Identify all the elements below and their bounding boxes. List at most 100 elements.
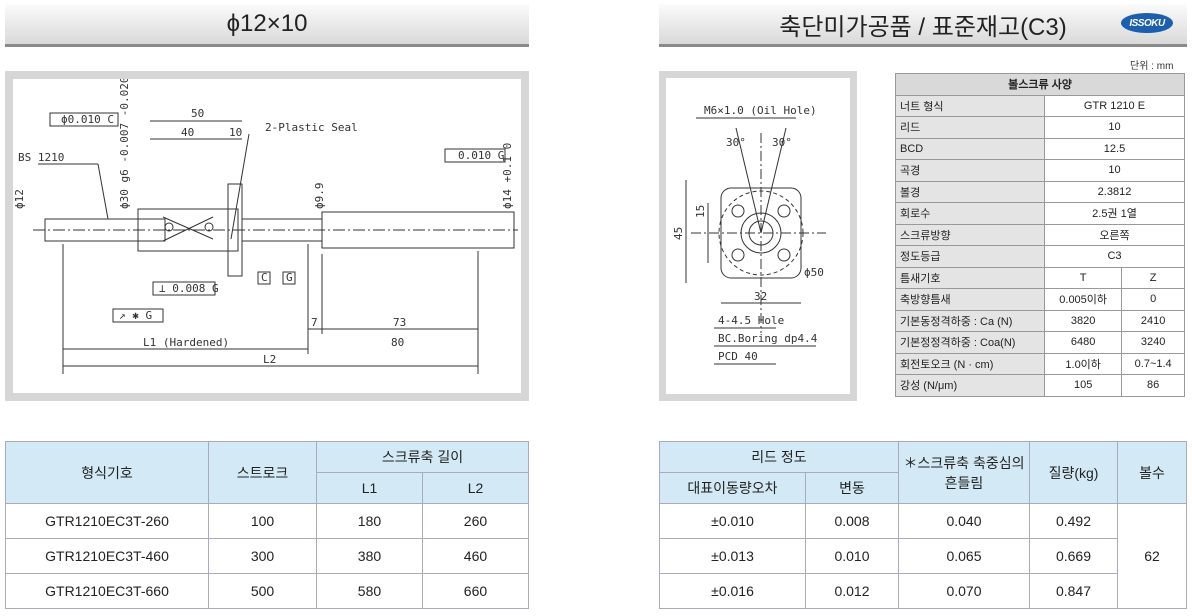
oil-hole-label: M6×1.0 (Oil Hole) (704, 104, 817, 117)
cell-var: 0.012 (805, 573, 899, 609)
cell-rep: ±0.016 (659, 573, 806, 609)
spec-title: 볼스크류 사양 (895, 73, 1185, 96)
dim-l1: L1 (Hardened) (143, 336, 229, 349)
tol-runout-c: ϕ0.010 C (61, 113, 114, 126)
angle-30-left: 30° (726, 136, 746, 149)
cell-mass: 0.492 (1029, 503, 1118, 539)
brand-logo: ISSOKU (1121, 13, 1173, 33)
spec-label: 축방향틈새 (895, 288, 1045, 311)
spec-z: 86 (1121, 374, 1185, 397)
cell-mass: 0.669 (1029, 538, 1118, 574)
datum-c: C (261, 271, 268, 284)
cell-stroke: 300 (208, 538, 317, 574)
pcd-label: PCD 40 (718, 350, 758, 363)
accuracy-table: 리드 정도 ＊스크류축 축중심의 흔들림 질량(kg) 볼수 대표이동량오차 변… (659, 441, 1187, 609)
spec-value: 2.5권 1열 (1044, 202, 1185, 225)
spec-label: 스크류방향 (895, 223, 1045, 246)
left-header-title: ϕ12×10 (226, 10, 308, 37)
cell-model: GTR1210EC3T-260 (5, 503, 209, 539)
spec-z: 0.7~1.4 (1121, 352, 1185, 375)
cell-mass: 0.847 (1029, 573, 1118, 609)
dia-14: ϕ14 +0.1 0 (501, 143, 514, 209)
spec-label: 너트 형식 (895, 94, 1045, 117)
header-mass: 질량(kg) (1029, 441, 1118, 504)
spec-label: 회전토오크 (N · cm) (895, 352, 1045, 375)
spec-value: 10 (1044, 116, 1185, 139)
spec-label: 강성 (N/μm) (895, 374, 1045, 397)
header-length: 스크류축 길이 (316, 441, 529, 473)
spec-value: 오른쪽 (1044, 223, 1185, 246)
bs-label: BS 1210 (18, 151, 64, 164)
table-row: GTR1210EC3T-660 500 580 660 (5, 573, 530, 609)
right-header: 축단미가공품 / 표준재고(C3) ISSOKU (659, 4, 1187, 47)
holes-label: 4-4.5 Hole (718, 314, 784, 327)
spec-t: 6480 (1043, 331, 1123, 354)
dim-45: 45 (672, 227, 685, 240)
header-balls: 볼수 (1117, 441, 1187, 504)
dia-30: ϕ30 g6 -0.007 -0.020 (118, 79, 131, 209)
tol-runout-star: ↗ ✱ G (119, 309, 152, 322)
plastic-seal-label: 2-Plastic Seal (265, 121, 358, 134)
cell-stroke: 500 (208, 573, 317, 609)
spec-label: 곡경 (895, 159, 1045, 182)
spec-z: 2410 (1121, 309, 1185, 332)
cell-l2: 260 (421, 503, 530, 539)
cell-l1: 180 (316, 503, 423, 539)
shaft-drawing-frame: ϕ0.010 C 50 40 10 2-Plastic Seal BS 1210… (5, 71, 529, 401)
dia-50: ϕ50 (804, 266, 824, 279)
spec-value: 10 (1044, 159, 1185, 182)
spec-label: 정도등급 (895, 245, 1045, 268)
shaft-drawing: ϕ0.010 C 50 40 10 2-Plastic Seal BS 1210… (13, 77, 518, 374)
dim-l2: L2 (263, 353, 276, 366)
unit-label: 단위 : mm (1130, 61, 1174, 72)
table-row: GTR1210EC3T-260 100 180 260 (5, 503, 530, 539)
dim-73: 73 (393, 316, 406, 329)
cell-l2: 460 (421, 538, 530, 574)
dim-7: 7 (311, 316, 318, 329)
cell-l2: 660 (421, 573, 530, 609)
boring-label: BC.Boring dp4.4 (718, 332, 818, 345)
table-row: ±0.010 0.008 0.040 0.492 62 (659, 503, 1187, 609)
cell-var: 0.010 (805, 538, 899, 574)
cell-l1: 580 (316, 573, 423, 609)
cell-runout: 0.040 (898, 503, 1030, 539)
tol-perp: ⊥ 0.008 G (159, 282, 219, 295)
spec-z: 3240 (1121, 331, 1185, 354)
table-row: ±0.016 0.012 0.070 0.847 (659, 573, 1187, 609)
flange-drawing: M6×1.0 (Oil Hole) 30° 30° 45 15 ϕ50 32 4… (672, 104, 826, 365)
spec-label: BCD (895, 137, 1045, 160)
dia-12: ϕ12 (13, 189, 26, 209)
dim-80: 80 (391, 336, 404, 349)
header-l1: L1 (316, 472, 423, 504)
spec-t: T (1043, 266, 1123, 289)
right-header-title: 축단미가공품 / 표준재고(C3) (779, 13, 1067, 41)
dim-32: 32 (754, 290, 767, 303)
table-row: ±0.013 0.010 0.065 0.669 (659, 538, 1187, 574)
cell-rep: ±0.010 (659, 503, 806, 539)
cell-stroke: 100 (208, 503, 317, 539)
header-variation: 변동 (805, 472, 899, 504)
header-model: 형식기호 (5, 441, 209, 504)
logo-text: ISSOKU (1129, 17, 1165, 29)
spec-label: 볼경 (895, 180, 1045, 203)
dim-50: 50 (191, 107, 204, 120)
spec-t: 0.005이하 (1043, 288, 1123, 311)
angle-30-right: 30° (772, 136, 792, 149)
cell-rep: ±0.013 (659, 538, 806, 574)
cell-balls: 62 (1117, 503, 1187, 609)
spec-value: 2.3812 (1044, 180, 1185, 203)
flange-drawing-frame: M6×1.0 (Oil Hole) 30° 30° 45 15 ϕ50 32 4… (659, 71, 857, 401)
spec-value: C3 (1044, 245, 1185, 268)
spec-label: 틈새기호 (895, 266, 1045, 289)
table-row: GTR1210EC3T-460 300 380 460 (5, 538, 530, 574)
left-header: ϕ12×10 (5, 4, 529, 47)
header-rep-error: 대표이동량오차 (659, 472, 806, 504)
spec-t: 105 (1043, 374, 1123, 397)
cell-model: GTR1210EC3T-460 (5, 538, 209, 574)
cell-runout: 0.070 (898, 573, 1030, 609)
cell-l1: 380 (316, 538, 423, 574)
tol-g: 0.010 G (458, 149, 504, 162)
spec-z: 0 (1121, 288, 1185, 311)
spec-t: 1.0이하 (1043, 352, 1123, 375)
dim-10: 10 (229, 126, 242, 139)
